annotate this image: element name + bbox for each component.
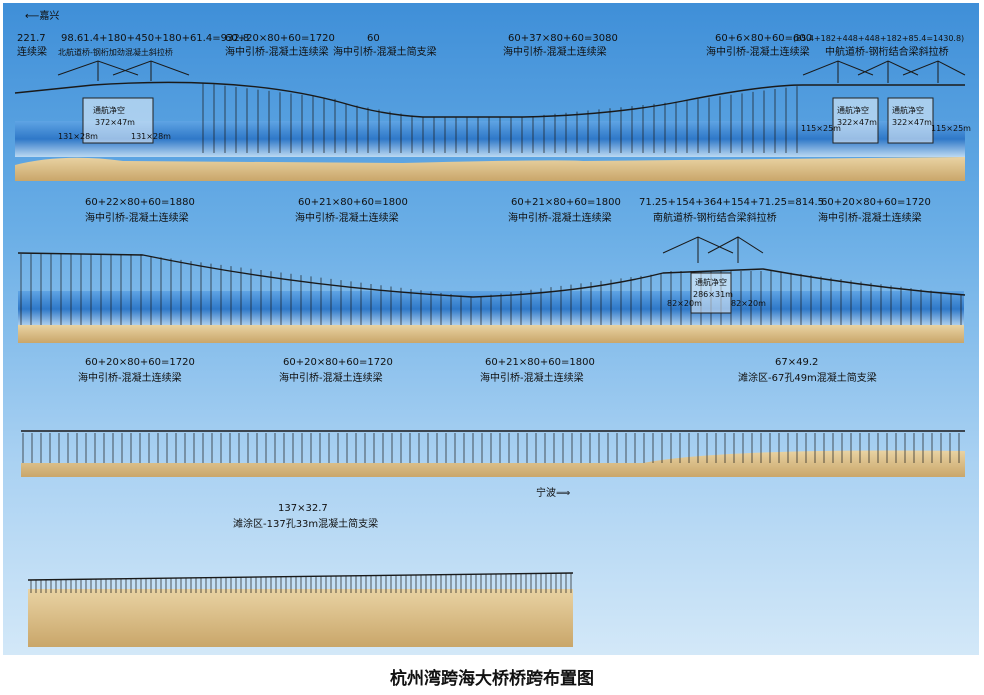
row1-seabed [15,157,965,181]
r2-span2-value: 60+21×80+60=1800 [298,197,408,208]
row1 [14,60,966,181]
r2-span1-desc: 海中引桥-混凝土连续梁 [85,211,189,224]
r1-span2-desc: 北航道桥-钢桁加劲混凝土斜拉桥 [58,47,173,57]
r4-span1-desc: 滩涂区-137孔33m混凝土简支梁 [233,517,378,530]
row1-clearance-box-1 [82,97,154,144]
r1-clear2-size: 322×47m [837,118,877,127]
r1-side2: 131×28m [131,132,171,141]
r1-span5-desc: 海中引桥-混凝土连续梁 [503,45,607,58]
r2-clear-title: 通航净空 [695,277,727,287]
r2-span2-desc: 海中引桥-混凝土连续梁 [295,211,399,224]
r1-span3-value: 60+20×80+60=1720 [225,33,335,44]
r1-clear2-title: 通航净空 [837,105,869,115]
r1-span4-desc: 海中引桥-混凝土简支梁 [333,45,437,58]
bridge-layout-panel: ⟵嘉兴 宁波⟹ 221.7 连续梁 98.61.4+180+450+180+61… [3,3,979,655]
r1-side4: 115×25m [931,124,971,133]
row2 [17,236,966,343]
row2-clearance-box [690,272,732,314]
r2-clear-size: 286×31m [693,290,733,299]
r1-clear3-title: 通航净空 [892,105,924,115]
r1-clear1-size: 372×47m [95,118,135,127]
row3 [21,430,965,477]
r2-side1: 82×20m [667,299,702,308]
r2-span5-value: 60+20×80+60=1720 [821,197,931,208]
row1-water [15,121,965,157]
r2-span4-value: 71.25+154+364+154+71.25=814.5 [639,197,824,208]
row1-deck [14,81,965,118]
row2-labels: 60+22×80+60=1880 海中引桥-混凝土连续梁 60+21×80+60… [85,197,931,308]
row1-north-pylons [57,60,190,81]
r1-clear3-size: 322×47m [892,118,932,127]
r3-span4-value: 67×49.2 [775,357,818,368]
r1-span5-value: 60+37×80+60=3080 [508,33,618,44]
row3-seabed [21,450,965,477]
r2-span1-value: 60+22×80+60=1880 [85,197,195,208]
row1-mid-pylons [802,60,966,83]
row1-clearance-box-3 [887,97,934,144]
row2-pylons [662,236,764,263]
row2-deck [17,252,966,298]
r1-side1: 131×28m [58,132,98,141]
r1-span1-desc: 连续梁 [17,45,47,58]
direction-start: ⟵嘉兴 [25,9,59,22]
r2-side2: 82×20m [731,299,766,308]
r2-span5-desc: 海中引桥-混凝土连续梁 [818,211,922,224]
r3-span1-value: 60+20×80+60=1720 [85,357,195,368]
r1-span7-value: (85.4+182+448+448+182+85.4=1430.8) [793,34,964,43]
r1-clear1-title: 通航净空 [93,105,125,115]
r3-span4-desc: 滩涂区-67孔49m混凝土简支梁 [738,371,877,384]
r1-span2-value: 98.61.4+180+450+180+61.4=932.8 [61,33,249,44]
r1-side3: 115×25m [801,124,841,133]
r1-span7-desc: 中航道桥-钢桁结合梁斜拉桥 [825,45,949,58]
r1-span6-desc: 海中引桥-混凝土连续梁 [706,45,810,58]
row3-labels: 60+20×80+60=1720 海中引桥-混凝土连续梁 60+20×80+60… [78,357,877,384]
r3-span1-desc: 海中引桥-混凝土连续梁 [78,371,182,384]
r3-span3-desc: 海中引桥-混凝土连续梁 [480,371,584,384]
row4-seabed [28,589,573,647]
row3-piers [22,433,960,463]
r4-span1-value: 137×32.7 [278,503,328,514]
diagram-title: 杭州湾跨海大桥桥跨布置图 [390,669,594,689]
row1-piers [202,83,798,153]
r3-span3-value: 60+21×80+60=1800 [485,357,595,368]
row4-labels: 137×32.7 滩涂区-137孔33m混凝土简支梁 [233,503,378,530]
direction-end: 宁波⟹ [536,486,570,499]
r1-span6-value: 60+6×80+60=600 [715,33,812,44]
bridge-diagram: ⟵嘉兴 宁波⟹ 221.7 连续梁 98.61.4+180+450+180+61… [14,9,971,647]
row1-labels: 221.7 连续梁 98.61.4+180+450+180+61.4=932.8… [17,33,971,141]
row4-deck [27,572,574,581]
r1-span1-value: 221.7 [17,33,46,44]
r2-span3-desc: 海中引桥-混凝土连续梁 [508,211,612,224]
row1-clearance-box-2 [832,97,879,144]
r3-span2-desc: 海中引桥-混凝土连续梁 [279,371,383,384]
r1-span3-desc: 海中引桥-混凝土连续梁 [225,45,329,58]
row4 [27,572,574,647]
r2-span3-value: 60+21×80+60=1800 [511,197,621,208]
r1-span4-value: 60 [367,33,380,44]
row4-piers [30,573,572,593]
row2-seabed [18,325,964,343]
row2-piers [20,254,962,325]
r2-span4-desc: 南航道桥-钢桁结合梁斜拉桥 [653,211,777,224]
r3-span2-value: 60+20×80+60=1720 [283,357,393,368]
